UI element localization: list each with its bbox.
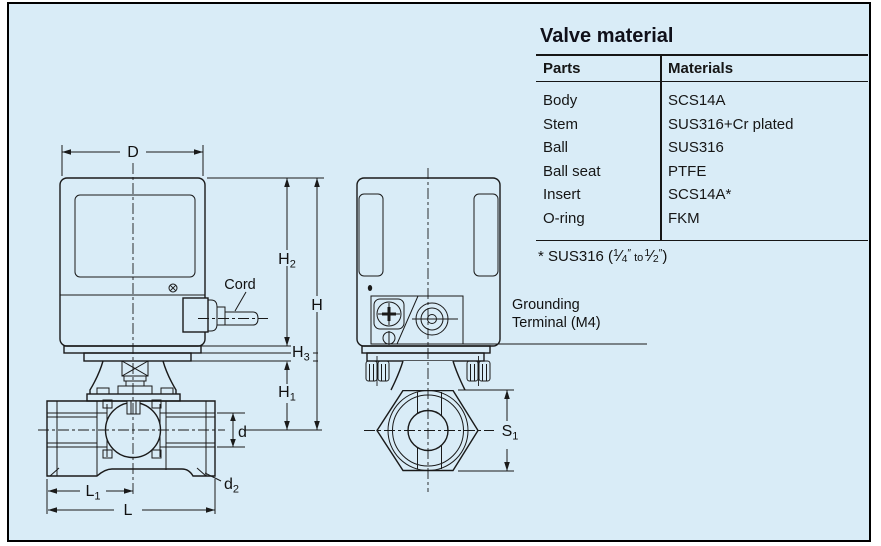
table-row: Stem SUS316+Cr plated [536,113,868,137]
datasheet-panel [7,2,871,542]
grounding-terminal [370,295,464,345]
grounding-label-line2: Terminal (M4) [512,315,601,331]
material-cell: PTFE [668,162,707,180]
valve-stem [117,360,153,395]
dim-label-H3: H3 [292,344,310,364]
table-footnote: * SUS316 (1⁄4″to1⁄2″) [538,247,668,265]
column-divider [660,56,662,240]
part-cell: O-ring [543,209,585,227]
part-cell: Ball [543,139,569,156]
chamfer-d2 [196,467,207,477]
side-view [356,168,501,492]
material-cell: SCS14A* [668,186,732,203]
cord-connector [182,297,259,333]
dimensions: D H2 H3 H1 H [46,144,647,519]
housing-screw-symbol [168,283,178,293]
table-row: Ball SUS316 [536,136,868,160]
dim-label-D: D [127,144,139,161]
cable-gland [412,302,458,336]
cord-label: Cord [224,277,255,293]
part-cell: Ball seat [543,162,601,180]
column-header-parts: Parts [543,60,581,77]
table-row: Insert SCS14A* [536,183,868,207]
table-row: Ball seat PTFE [536,160,868,184]
dim-label-d: d [238,424,247,441]
dim-label-H2: H2 [278,251,296,271]
material-cell: SUS316+Cr plated [668,115,794,133]
table-header: Parts Materials [536,56,868,82]
dim-label-L1: L1 [85,483,100,503]
grounding-label-line1: Grounding [512,297,580,313]
column-header-materials: Materials [668,60,734,77]
material-cell: SCS14A [668,92,726,109]
material-cell: FKM [668,209,700,227]
ball-stem [126,400,141,415]
dim-label-S1: S1 [502,423,519,443]
side-panel-left [358,193,384,277]
valve-material-table: Parts Materials Body SCS14A Stem SUS316+… [536,54,868,241]
table-row: Body SCS14A [536,89,868,113]
terminal-screw-symbol [382,331,396,345]
front-view [38,163,268,497]
actuator-label-plate [74,194,196,278]
table-row: O-ring FKM [536,207,868,231]
dim-label-d2: d2 [224,476,239,496]
dim-label-H1: H1 [278,384,296,404]
valve-body-front [46,399,216,477]
table-title: Valve material [540,25,674,47]
part-cell: Stem [543,115,579,133]
table-rows: Body SCS14A Stem SUS316+Cr plated Ball S… [536,82,868,240]
hex-end [376,360,479,472]
part-cell: Body [543,92,578,109]
material-cell: SUS316 [668,139,724,156]
pin-dot [367,285,373,291]
dim-label-H: H [311,297,323,314]
side-panel-right [473,193,499,277]
phillips-screw-symbol [376,301,402,327]
part-cell: Insert [543,186,581,203]
dim-label-L: L [124,502,133,519]
valve-material-card: Valve material Parts Materials Body SCS1… [536,14,868,266]
